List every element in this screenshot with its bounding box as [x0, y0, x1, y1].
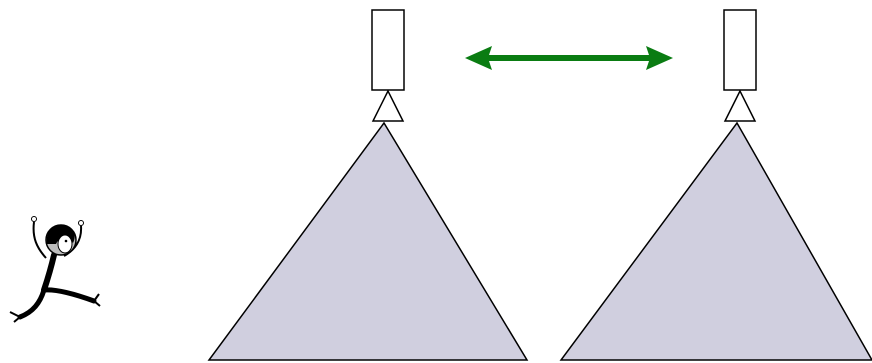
double-headed-arrow-icon	[465, 46, 673, 70]
figure-left-hand	[31, 216, 37, 222]
right-cone-triangle	[559, 121, 872, 361]
figure-hair	[46, 224, 75, 244]
figure-face	[57, 234, 73, 254]
figure-left-arm	[32, 221, 47, 259]
arrow-right-head	[646, 46, 673, 70]
figure-front-foot	[93, 293, 101, 307]
left-beam-emitter-icon	[207, 9, 529, 361]
right-nozzle-triangle	[723, 89, 757, 122]
left-cone-triangle	[207, 121, 529, 361]
running-person-icon	[9, 216, 101, 323]
left-nozzle-triangle	[371, 89, 405, 122]
figure-back-leg	[17, 287, 47, 320]
right-beam-emitter-icon	[559, 9, 872, 361]
left-emitter-rectangle	[371, 9, 405, 91]
arrow-left-head	[465, 46, 492, 70]
figure-front-leg	[41, 287, 97, 304]
figure-right-hand	[78, 220, 84, 226]
figure-eye	[64, 239, 68, 243]
right-emitter-rectangle	[723, 9, 757, 91]
figure-back-foot	[9, 311, 21, 323]
figure-torso	[41, 252, 57, 293]
